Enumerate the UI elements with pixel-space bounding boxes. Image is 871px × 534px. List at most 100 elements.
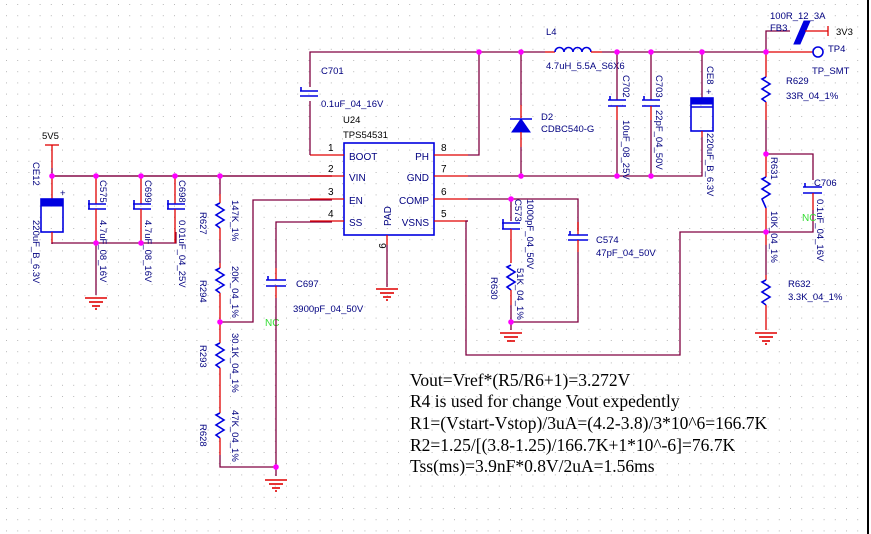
value-r629: 33R_04_1% [786, 91, 839, 102]
value-r630: 51K_04_1% [514, 268, 525, 320]
pin-num-3: 3 [328, 187, 334, 198]
value-fb3: 100R_12_3A [770, 11, 826, 22]
resistor-r630[interactable]: 51K_04_1% R630 [488, 264, 525, 320]
ph-net-wire[interactable] [468, 52, 480, 156]
pin-name-pad: PAD [383, 206, 394, 226]
resistor-r629[interactable]: R629 33R_04_1% [760, 52, 839, 120]
pin-name-en: EN [349, 196, 363, 207]
ref-r293: R293 [197, 345, 208, 368]
value-r631: 10K_04_1% [768, 211, 779, 263]
pin-name-boot: BOOT [349, 152, 377, 163]
pin-num-2: 2 [328, 164, 334, 175]
resistor-r293[interactable]: 30.1K_04_1% R293 [197, 322, 240, 393]
pin-num-1: 1 [328, 143, 334, 154]
gnd-rail-wire[interactable] [468, 137, 703, 177]
ref-c573: C573 [512, 199, 523, 222]
capacitor-c575[interactable]: C575 4.7uF_08_16V [88, 176, 108, 283]
pin-name-vin: VIN [349, 173, 366, 184]
value-l4: 4.7uH_5.5A_S6X6 [546, 61, 625, 72]
ref-c575: C575 [97, 180, 108, 203]
ref-fb3: FB3 [770, 23, 787, 34]
value-r632: 3.3K_04_1% [788, 292, 843, 303]
ic-u24[interactable]: U24 TPS54531 1 2 3 4 BOOT VIN EN SS 8 7 … [310, 115, 468, 249]
ground-icon [85, 297, 107, 310]
junction-dots [49, 49, 769, 470]
pin-name-ph: PH [415, 152, 429, 163]
ref-r294: R294 [197, 280, 208, 303]
note-line: R4 is used for change Vout expedently [410, 391, 680, 411]
ref-r632: R632 [788, 279, 811, 290]
ferrite-bead-fb3[interactable]: 100R_12_3A FB3 3V3 [765, 11, 853, 52]
ref-ce12: CE12 [30, 162, 41, 186]
ground-icon [265, 479, 287, 492]
ref-c698: C698 [176, 180, 187, 203]
ref-r627: R627 [197, 212, 208, 235]
resistor-r632[interactable]: R632 3.3K_04_1% [760, 275, 843, 330]
diode-d2[interactable]: D2 CDBC540-G [510, 105, 594, 147]
pin-num-6: 6 [441, 187, 447, 198]
ref-c706: C706 [814, 178, 837, 189]
ref-c697: C697 [296, 279, 319, 290]
ref-c699: C699 [142, 180, 153, 203]
value-r294: 20K_04_1% [229, 266, 240, 318]
pin-num-9: 9 [376, 243, 387, 249]
capacitor-c702[interactable]: C702 10uF_08_25V [608, 75, 631, 180]
value-r293: 30.1K_04_1% [229, 333, 240, 393]
ref-r631: R631 [768, 157, 779, 180]
capacitor-c701[interactable]: C701 0.1uF_04_16V [300, 66, 384, 110]
ss-net-wire[interactable] [275, 221, 332, 268]
value-d2: CDBC540-G [541, 124, 594, 135]
value-c697: 3900pF_04_50V [293, 304, 364, 315]
capacitor-c703[interactable]: C703 22pF_04_50V [642, 75, 664, 170]
ref-c701: C701 [321, 66, 344, 77]
design-notes: Vout=Vref*(R5/R6+1)=3.272V R4 is used fo… [410, 370, 768, 476]
resistor-r294[interactable]: 20K_04_1% R294 [197, 263, 240, 320]
note-line: R1=(Vstart-Vstop)/3uA=(4.2-3.8)/3*10^6=1… [410, 413, 768, 433]
ground-icon [376, 288, 398, 301]
ref-u24: U24 [343, 115, 360, 126]
pin-name-comp: COMP [399, 196, 429, 207]
value-c706: 0.1uF_04_16V [814, 199, 825, 262]
capacitor-c574[interactable]: C574 47pF_04_50V [568, 222, 656, 259]
ground-icon [755, 332, 777, 345]
value-c703: 22pF_04_50V [653, 110, 664, 170]
note-line: Vout=Vref*(R5/R6+1)=3.272V [410, 370, 631, 390]
nc-c706: NC [802, 213, 816, 224]
pin-num-7: 7 [441, 164, 447, 175]
note-line: Tss(ms)=3.9nF*0.8V/2uA=1.56ms [410, 456, 655, 476]
net-label-5v5: 5V5 [42, 131, 59, 142]
net-label-3v3: 3V3 [836, 27, 853, 38]
vsns-net-wire[interactable] [465, 220, 766, 356]
value-c575: 4.7uF_08_16V [97, 220, 108, 283]
polarity-plus-icon: + [706, 87, 712, 98]
test-point-tp4[interactable]: TP4 TP_SMT [766, 44, 850, 77]
capacitor-ce12[interactable]: + CE12 220uF_B_6.3V [30, 162, 66, 284]
pin-num-5: 5 [441, 209, 447, 220]
comp-net-wire[interactable] [468, 198, 579, 231]
ref-ce8: CE8 [704, 66, 715, 84]
resistor-r628[interactable]: 47K_04_1% R628 [197, 392, 240, 462]
en-net-wire[interactable] [220, 199, 332, 323]
value-c573: 1000pF_04_50V [524, 199, 535, 270]
resistor-r631[interactable]: R631 10K_04_1% [760, 155, 779, 263]
polarity-plus-icon: + [60, 188, 66, 199]
ground-icon [500, 332, 522, 342]
pin-name-ss: SS [349, 218, 363, 229]
value-c574: 47pF_04_50V [596, 248, 656, 259]
value-r628: 47K_04_1% [229, 410, 240, 462]
grid-dots [6, 4, 859, 532]
resistor-r627[interactable]: 147K_1% R627 [197, 194, 240, 242]
capacitor-c706[interactable]: C706 0.1uF_04_16V NC [766, 178, 837, 262]
capacitor-c697[interactable]: C697 3900pF_04_50V NC [265, 268, 364, 329]
ref-r630: R630 [488, 277, 499, 300]
net-5v5[interactable]: 5V5 [42, 131, 59, 168]
capacitor-c573[interactable]: C573 1000pF_04_50V [502, 199, 535, 270]
part-u24: TPS54531 [343, 130, 388, 141]
inductor-l4[interactable]: L4 4.7uH_5.5A_S6X6 [545, 27, 625, 72]
capacitor-c698[interactable]: C698 0.01uF_04_25V [167, 176, 187, 288]
nc-c697: NC [265, 318, 279, 329]
capacitor-c699[interactable]: C699 4.7uF_08_16V [133, 176, 153, 283]
note-line: R2=1.25/[(3.8-1.25)/166.7K+1*10^-6]=76.7… [410, 435, 735, 455]
capacitor-ce8[interactable]: + CE8 220uF_B_6.3V [690, 66, 715, 197]
